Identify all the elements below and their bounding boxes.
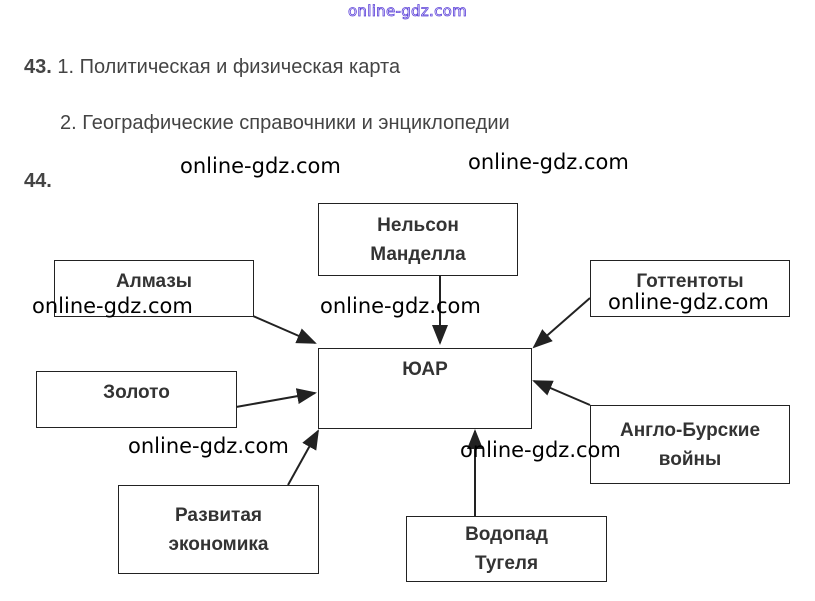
box-label: Водопад Тугеля: [465, 524, 548, 574]
box-vodopad: Водопад Тугеля: [406, 516, 607, 582]
box-mandela: Нельсон Манделла: [318, 203, 518, 276]
q43-item2: 2. Географические справочники и энциклоп…: [60, 112, 510, 134]
box-label: Нельсон Манделла: [370, 214, 466, 265]
box-gottentoty: Готтентоты: [590, 260, 790, 317]
q44-number: 44.: [24, 170, 52, 192]
top-watermark: online-gdz.com: [347, 2, 468, 21]
arrow-economy: [287, 429, 319, 486]
box-label: Золото: [103, 382, 170, 403]
watermark: online-gdz.com: [180, 154, 341, 178]
arrow-zoloto: [235, 388, 317, 408]
watermark: online-gdz.com: [320, 294, 481, 318]
box-label: Англо-Бурские войны: [619, 419, 761, 470]
box-economy: Развитая экономика: [118, 485, 319, 574]
q43-item1: 1. Политическая и физическая карта: [57, 56, 401, 78]
box-almazy: Алмазы: [54, 260, 254, 317]
box-label: Развитая экономика: [168, 504, 269, 555]
box-label: Готтентоты: [636, 271, 744, 292]
box-zoloto: Золото: [36, 371, 237, 428]
arrow-gottentoty: [532, 297, 591, 349]
box-label: ЮАР: [402, 359, 448, 380]
arrow-anglo: [532, 380, 591, 406]
box-anglo: Англо-Бурские войны: [590, 405, 790, 484]
watermark: online-gdz.com: [32, 294, 193, 318]
box-center: ЮАР: [318, 348, 532, 429]
arrow-almazy: [252, 315, 317, 344]
watermark: online-gdz.com: [128, 434, 289, 458]
watermark: online-gdz.com: [608, 290, 769, 314]
q43-number: 43.: [24, 56, 52, 78]
q43-line1: 43. 1. Политическая и физическая карта: [24, 56, 400, 79]
watermark: online-gdz.com: [460, 438, 621, 462]
watermark: online-gdz.com: [468, 150, 629, 174]
box-label: Алмазы: [115, 271, 193, 292]
